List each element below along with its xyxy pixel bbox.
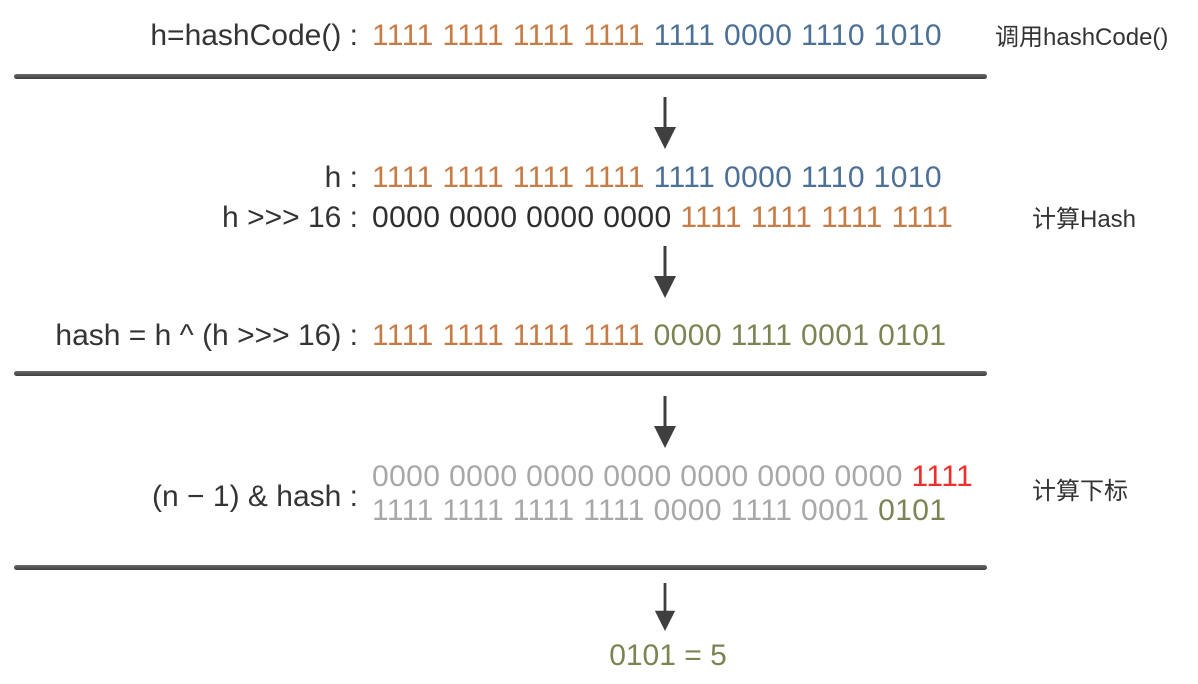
binary-h: 1111 1111 1111 1111 1111 0000 1110 1010 [372, 158, 942, 198]
section-divider-3 [14, 565, 987, 570]
binary-segment-orange: 1111 1111 1111 1111 [372, 19, 645, 52]
label-hash-xor: hash = h ^ (h >>> 16) : [55, 319, 358, 352]
down-arrow-icon [654, 97, 676, 149]
annotation-compute-hash: 计算Hash [1032, 206, 1137, 233]
binary-segment-blue: 1111 0000 1110 1010 [653, 19, 943, 52]
binary-hash-operand: 1111 1111 1111 1111 0000 1111 0001 0101 [372, 494, 946, 528]
binary-segment-olive: 0101 [878, 494, 947, 527]
binary-segment-orange: 1111 1111 1111 1111 [372, 319, 645, 352]
binary-segment-orange: 1111 1111 1111 1111 [680, 201, 954, 234]
down-arrow-icon [654, 396, 676, 448]
binary-hash-xor: 1111 1111 1111 1111 0000 1111 0001 0101 [372, 316, 946, 356]
binary-segment-gray: 1111 1111 1111 1111 0000 1111 0001 [372, 494, 870, 527]
binary-h-hashcode: 1111 1111 1111 1111 1111 0000 1110 1010 [372, 16, 942, 56]
annotation-compute-index: 计算下标 [1032, 478, 1128, 505]
result-value: 0101 = 5 [609, 639, 727, 672]
section-divider-1 [14, 74, 987, 79]
binary-segment-blue: 1111 0000 1110 1010 [653, 161, 943, 194]
binary-segment-gray: 0000 0000 0000 0000 0000 0000 0000 [372, 460, 903, 493]
binary-segment-dark: 0000 0000 0000 0000 [372, 201, 672, 234]
binary-h-shift-16: 0000 0000 0000 0000 1111 1111 1111 1111 [372, 198, 953, 238]
label-h-hashcode: h=hashCode() : [150, 19, 358, 52]
label-n-minus-1-and-hash: (n − 1) & hash : [152, 480, 358, 513]
annotation-call-hashcode: 调用hashCode() [995, 24, 1169, 51]
binary-n-minus-1: 0000 0000 0000 0000 0000 0000 0000 1111 [372, 460, 973, 494]
label-h-shift-16: h >>> 16 : [222, 201, 358, 234]
binary-segment-olive: 0000 1111 0001 0101 [653, 319, 947, 352]
label-h: h : [324, 161, 358, 194]
down-arrow-icon [654, 246, 676, 298]
section-divider-2 [14, 371, 987, 376]
binary-segment-red: 1111 [911, 460, 974, 493]
binary-segment-orange: 1111 1111 1111 1111 [372, 161, 645, 194]
down-arrow-icon [654, 583, 676, 631]
